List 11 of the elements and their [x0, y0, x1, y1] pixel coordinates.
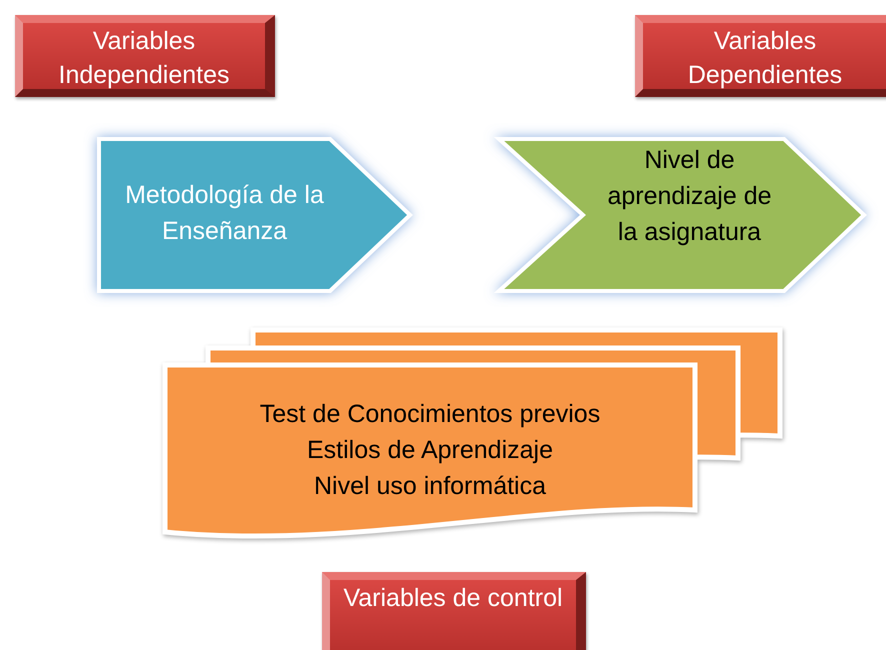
shape-text: Nivel uso informática: [312, 471, 548, 502]
heading-banner: [322, 572, 586, 650]
heading-banner: [635, 15, 886, 97]
heading-text: Variables Dependientes: [686, 26, 844, 91]
heading-text: Variables de control: [343, 583, 563, 614]
heading-text: Variables Independientes: [58, 26, 230, 91]
heading-banner: [15, 15, 275, 97]
shape-text: Metodología de la Enseñanza: [124, 180, 325, 247]
shape-text: Nivel de aprendizaje de la asignatura: [606, 145, 772, 248]
shape-text: Estilos de Aprendizaje: [306, 435, 554, 466]
shape-text: Test de Conocimientos previos: [258, 399, 602, 430]
